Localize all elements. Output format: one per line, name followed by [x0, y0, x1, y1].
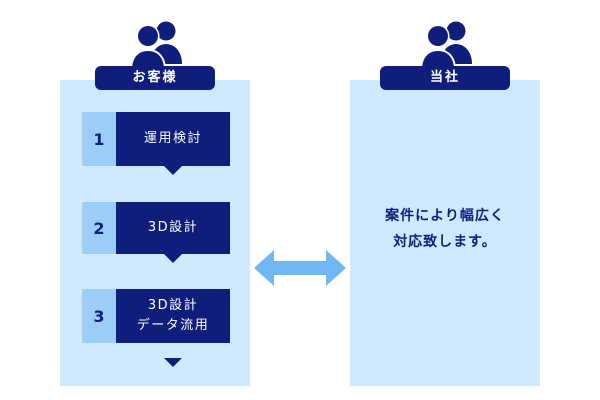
step-label-line: 3D設計 — [147, 220, 199, 235]
step-label-line: データ流用 — [136, 318, 210, 333]
step-label-line: 運用検討 — [143, 131, 202, 146]
step-2-box: 2 3D設計 — [82, 202, 230, 254]
description-line: 案件により幅広く — [385, 208, 505, 224]
double-arrow-icon — [254, 250, 346, 286]
step-label: 3D設計 — [116, 202, 230, 254]
down-arrow-icon — [164, 254, 182, 263]
description-line: 対応致します。 — [393, 234, 497, 250]
step-1-box: 1 運用検討 — [82, 112, 230, 166]
people-icon — [130, 21, 182, 70]
company-panel — [350, 80, 540, 386]
step-label: 3D設計 データ流用 — [116, 289, 230, 343]
step-label: 運用検討 — [116, 112, 230, 166]
step-number: 3 — [82, 289, 116, 343]
step-3-box: 3 3D設計 データ流用 — [82, 289, 230, 343]
down-arrow-icon — [164, 166, 182, 175]
company-tag: 当社 — [380, 66, 510, 90]
people-icon — [420, 21, 472, 70]
step-label-line: 3D設計 — [147, 298, 199, 313]
step-number: 1 — [82, 112, 116, 166]
down-arrow-icon — [164, 358, 182, 367]
customer-tag: お客様 — [95, 66, 215, 90]
company-description: 案件により幅広く 対応致します。 — [350, 203, 540, 255]
step-number: 2 — [82, 202, 116, 254]
